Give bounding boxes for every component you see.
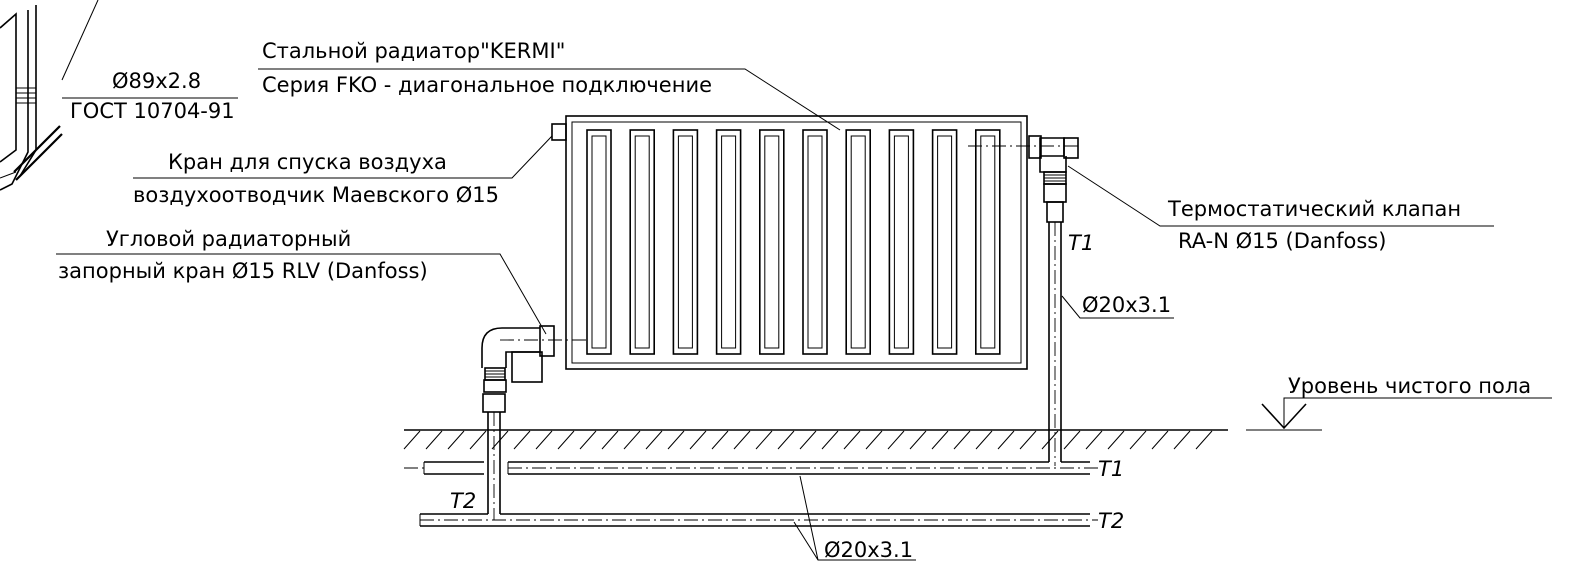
radiator-section-inner bbox=[591, 135, 607, 349]
riser-t1-label: T1 bbox=[1068, 231, 1094, 255]
floor-hatch-line bbox=[865, 430, 883, 450]
thermo-valve-title-label: Термостатический клапан bbox=[1167, 197, 1461, 221]
angle-valve-leader bbox=[56, 253, 547, 335]
floor-hatch-line bbox=[1019, 430, 1037, 450]
angle-valve-title-label: Угловой радиаторный bbox=[106, 227, 351, 251]
riser-pipe-size-label: Ø20x3.1 bbox=[1082, 293, 1171, 317]
floor-hatch-line bbox=[909, 430, 927, 450]
supply-pipe-t1 bbox=[404, 461, 1098, 475]
air-valve-desc-label: воздухоотводчик Маевского Ø15 bbox=[133, 183, 499, 207]
floor-hatch-line bbox=[403, 430, 421, 450]
floor-hatch-line bbox=[601, 430, 619, 450]
floor-hatch-line bbox=[997, 430, 1015, 450]
bottom-size-leader bbox=[793, 475, 916, 561]
radiator-section bbox=[672, 129, 699, 355]
radiator-section bbox=[715, 129, 742, 355]
floor-hatch-line bbox=[425, 430, 443, 450]
floor-hatch-line bbox=[645, 430, 663, 450]
radiator-section bbox=[974, 129, 1001, 355]
floor-hatch-line bbox=[953, 430, 971, 450]
radiator-section bbox=[845, 129, 872, 355]
floor-hatch-line bbox=[843, 430, 861, 450]
floor-hatch-line bbox=[975, 430, 993, 450]
radiator-section-inner bbox=[850, 135, 866, 349]
air-valve-title-label: Кран для спуска воздуха bbox=[168, 150, 447, 174]
floor-hatch-line bbox=[491, 430, 509, 450]
floor-hatch-line bbox=[799, 430, 817, 450]
floor-hatch-line bbox=[1085, 430, 1103, 450]
floor-hatch-line bbox=[931, 430, 949, 450]
thermostatic-valve bbox=[968, 135, 1082, 466]
floor-hatch-line bbox=[733, 430, 751, 450]
angle-valve bbox=[481, 325, 590, 520]
floor-hatch-line bbox=[579, 430, 597, 450]
angle-valve-desc-label: запорный кран Ø15 RLV (Danfoss) bbox=[58, 259, 428, 283]
radiator-sections bbox=[586, 129, 1001, 355]
thermostatic-valve-leader bbox=[1067, 165, 1494, 227]
floor-hatch-line bbox=[557, 430, 575, 450]
radiator-section-inner bbox=[807, 135, 823, 349]
floor-hatch-line bbox=[711, 430, 729, 450]
radiator-section-inner bbox=[721, 135, 737, 349]
floor-level-mark bbox=[1246, 397, 1552, 431]
floor-hatch-line bbox=[1173, 430, 1191, 450]
riser-t2-label: T2 bbox=[450, 489, 476, 513]
riser-size-leader bbox=[1061, 295, 1174, 319]
radiator-section-inner bbox=[893, 135, 909, 349]
floor-hatch-line bbox=[535, 430, 553, 450]
floor-hatch-line bbox=[469, 430, 487, 450]
floor-level-label: Уровень чистого пола bbox=[1288, 374, 1531, 398]
floor-hatch-line bbox=[821, 430, 839, 450]
radiator-section-inner bbox=[764, 135, 780, 349]
floor-hatch-line bbox=[623, 430, 641, 450]
floor-hatch-line bbox=[755, 430, 773, 450]
floor-hatch-line bbox=[1041, 430, 1059, 450]
radiator-section-inner bbox=[677, 135, 693, 349]
radiator-series-label: Серия FKO - диагональное подключение bbox=[262, 73, 712, 97]
radiator-section-inner bbox=[634, 135, 650, 349]
radiator-section bbox=[931, 129, 958, 355]
main-pipe-fragment bbox=[0, 0, 238, 191]
bottom-pipe-size-label: Ø20x3.1 bbox=[824, 538, 913, 562]
floor-hatch-line bbox=[689, 430, 707, 450]
floor-hatch-line bbox=[1107, 430, 1125, 450]
floor-hatch-line bbox=[513, 430, 531, 450]
radiator-section bbox=[802, 129, 828, 355]
floor-hatch-line bbox=[447, 430, 465, 450]
radiator-title-label: Стальной радиатор"KERMI" bbox=[262, 39, 565, 63]
radiator-leader bbox=[258, 68, 841, 131]
radiator-section-inner bbox=[980, 135, 996, 349]
floor-hatch-line bbox=[887, 430, 905, 450]
floor-hatch-line bbox=[777, 430, 795, 450]
radiator-section bbox=[888, 129, 915, 355]
floor-hatch-line bbox=[1063, 430, 1081, 450]
radiator-section bbox=[629, 129, 656, 355]
floor-line bbox=[403, 429, 1228, 450]
line-t2-label: T2 bbox=[1098, 509, 1124, 533]
thermo-valve-desc-label: RA-N Ø15 (Danfoss) bbox=[1178, 229, 1386, 253]
radiator-section-inner bbox=[937, 135, 953, 349]
floor-hatch-line bbox=[1151, 430, 1169, 450]
floor-hatch-line bbox=[1195, 430, 1213, 450]
floor-hatch-line bbox=[667, 430, 685, 450]
radiator-section bbox=[586, 129, 612, 355]
pipe-main-standard-label: ГОСТ 10704-91 bbox=[70, 99, 235, 123]
radiator-section bbox=[758, 129, 785, 355]
air-vent-valve bbox=[551, 123, 567, 141]
return-pipe-t2 bbox=[419, 513, 1098, 527]
line-t1-label: T1 bbox=[1098, 457, 1124, 481]
floor-hatch-line bbox=[1129, 430, 1147, 450]
radiator bbox=[565, 115, 1028, 370]
air-vent-leader bbox=[133, 135, 553, 179]
pipe-main-size-label: Ø89x2.8 bbox=[112, 69, 201, 93]
